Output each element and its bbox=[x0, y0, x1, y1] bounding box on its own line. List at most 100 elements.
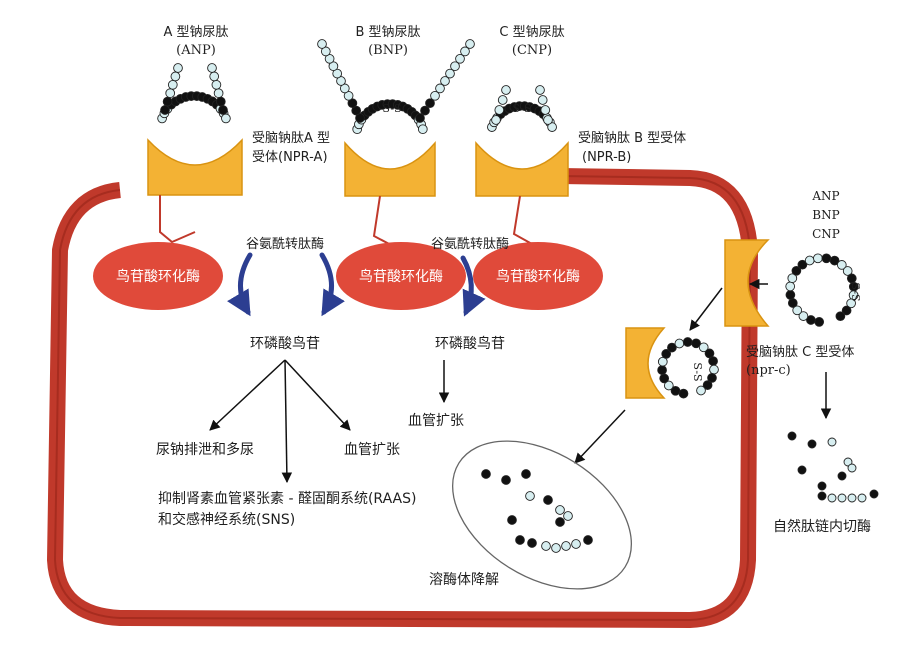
amino-acid-bead bbox=[806, 315, 816, 325]
amino-acid-bead bbox=[481, 469, 491, 479]
transpeptidase-label-2: 谷氨酰转肽酶 bbox=[431, 236, 509, 252]
enzyme-label: 鸟苷酸环化酶 bbox=[116, 269, 200, 285]
amino-acid-bead bbox=[792, 305, 803, 316]
vasodilation-label-1: 血管扩张 bbox=[344, 442, 400, 458]
amino-acid-bead bbox=[209, 71, 220, 82]
amino-acid-bead bbox=[211, 79, 222, 90]
npr-c-ligand-cnp: CNP bbox=[812, 227, 840, 241]
natriuresis-label: 尿钠排泄和多尿 bbox=[156, 441, 254, 458]
amino-acid-bead bbox=[698, 342, 709, 353]
amino-acid-bead bbox=[215, 96, 226, 107]
amino-acid-bead bbox=[702, 380, 713, 390]
amino-acid-bead bbox=[173, 63, 183, 73]
amino-acid-bead bbox=[445, 68, 455, 79]
amino-acid-bead bbox=[817, 491, 827, 501]
amino-acid-bead bbox=[791, 265, 802, 276]
amino-acid-bead bbox=[837, 471, 847, 481]
amino-acid-bead bbox=[813, 253, 823, 264]
amino-acid-bead bbox=[521, 469, 531, 479]
amino-acid-bead bbox=[843, 457, 853, 467]
amino-acid-bead bbox=[541, 541, 551, 551]
guanylate-cyclase-2: 鸟苷酸环化酶 bbox=[336, 242, 466, 310]
cnp-abbr: (CNP) bbox=[512, 43, 552, 58]
amino-acid-bead bbox=[537, 95, 548, 105]
amino-acid-bead bbox=[821, 253, 832, 264]
receptor-npr-c bbox=[724, 239, 770, 327]
npr-c-label-line1: 受脑钠肽 C 型受体 bbox=[746, 345, 854, 360]
bnp-abbr: (BNP) bbox=[368, 43, 408, 58]
npr-c-ligand-anp: ANP bbox=[811, 189, 839, 203]
npr-a-label-line2: 受体(NPR-A) bbox=[252, 150, 328, 165]
amino-acid-bead bbox=[547, 122, 557, 132]
endopeptidase-label: 自然肽链内切酶 bbox=[773, 518, 871, 535]
raas-label-line1: 抑制肾素血管紧张素 - 醛固酮系统(RAAS) bbox=[158, 491, 416, 507]
amino-acid-bead bbox=[525, 491, 535, 501]
amino-acid-bead bbox=[497, 95, 508, 105]
npr-c-label-line2: (npr-c) bbox=[746, 363, 791, 378]
amino-acid-bead bbox=[491, 115, 501, 125]
amino-acid-bead bbox=[661, 349, 672, 359]
cell-membrane-inner bbox=[53, 175, 752, 622]
receptor-npr-a-bnp bbox=[344, 140, 436, 247]
lysosome bbox=[451, 440, 633, 590]
amino-acid-bead bbox=[841, 305, 852, 316]
guanylate-cyclase-3: 鸟苷酸环化酶 bbox=[473, 242, 603, 310]
amino-acid-bead bbox=[165, 88, 176, 99]
cgmp-label-2: 环磷酸鸟苷 bbox=[435, 336, 505, 352]
amino-acid-bead bbox=[218, 105, 228, 115]
amino-acid-bead bbox=[415, 113, 425, 123]
amino-acid-bead bbox=[527, 538, 537, 548]
amino-acid-bead bbox=[213, 88, 224, 99]
amino-acid-bead bbox=[555, 505, 565, 515]
amino-acid-bead bbox=[704, 348, 715, 359]
amino-acid-bead bbox=[787, 298, 798, 308]
amino-acid-bead bbox=[814, 317, 825, 327]
amino-acid-bead bbox=[494, 105, 505, 115]
amino-acid-bead bbox=[663, 380, 674, 391]
amino-acid-bead bbox=[846, 298, 856, 309]
amino-acid-bead bbox=[817, 481, 827, 491]
receptor-npr-c-internalized bbox=[625, 327, 666, 399]
amino-acid-bead bbox=[857, 493, 867, 503]
amino-acid-bead bbox=[869, 489, 879, 499]
amino-acid-bead bbox=[543, 115, 553, 125]
vasodilation-label-2: 血管扩张 bbox=[408, 413, 464, 429]
amino-acid-bead bbox=[785, 290, 796, 300]
amino-acid-bead bbox=[515, 535, 525, 545]
amino-acid-bead bbox=[708, 356, 718, 366]
amino-acid-bead bbox=[785, 281, 796, 292]
amino-acid-bead bbox=[535, 85, 545, 95]
amino-acid-bead bbox=[707, 373, 717, 383]
disulfide-ring-c: S-S bbox=[849, 282, 862, 301]
npr-b-label-line1: 受脑钠肽 B 型受体 bbox=[578, 131, 686, 146]
amino-acid-bead bbox=[440, 76, 450, 86]
conversion-arrows-2 bbox=[460, 255, 486, 317]
amino-acid-bead bbox=[804, 255, 815, 266]
amino-acid-bead bbox=[829, 255, 840, 266]
amino-acid-bead bbox=[501, 85, 511, 95]
amino-acid-bead bbox=[836, 260, 847, 270]
npr-a-label-line1: 受脑钠肽A 型 bbox=[252, 131, 330, 146]
amino-acid-bead bbox=[696, 385, 706, 396]
cnp-name: C 型钠尿肽 bbox=[499, 25, 564, 40]
guanylate-cyclase-1: 鸟苷酸环化酶 bbox=[93, 242, 223, 310]
amino-acid-bead bbox=[160, 105, 170, 115]
amino-acid-bead bbox=[709, 364, 719, 375]
raas-label-line2: 和交感神经系统(SNS) bbox=[158, 511, 295, 528]
amino-acid-bead bbox=[678, 388, 689, 399]
enzyme-label: 鸟苷酸环化酶 bbox=[359, 269, 443, 285]
amino-acid-bead bbox=[571, 539, 581, 549]
amino-acid-bead bbox=[501, 475, 511, 485]
cgmp-label-1: 环磷酸鸟苷 bbox=[250, 336, 320, 352]
disulfide-ring-internal: S-S bbox=[691, 362, 704, 381]
amino-acid-bead bbox=[847, 463, 857, 473]
anp-abbr: (ANP) bbox=[176, 43, 216, 58]
amino-acid-bead bbox=[837, 493, 847, 503]
amino-acid-bead bbox=[167, 79, 178, 90]
amino-acid-bead bbox=[682, 337, 693, 347]
amino-acid-bead bbox=[797, 259, 808, 270]
amino-acid-bead bbox=[787, 431, 797, 441]
amino-acid-bead bbox=[670, 385, 681, 396]
